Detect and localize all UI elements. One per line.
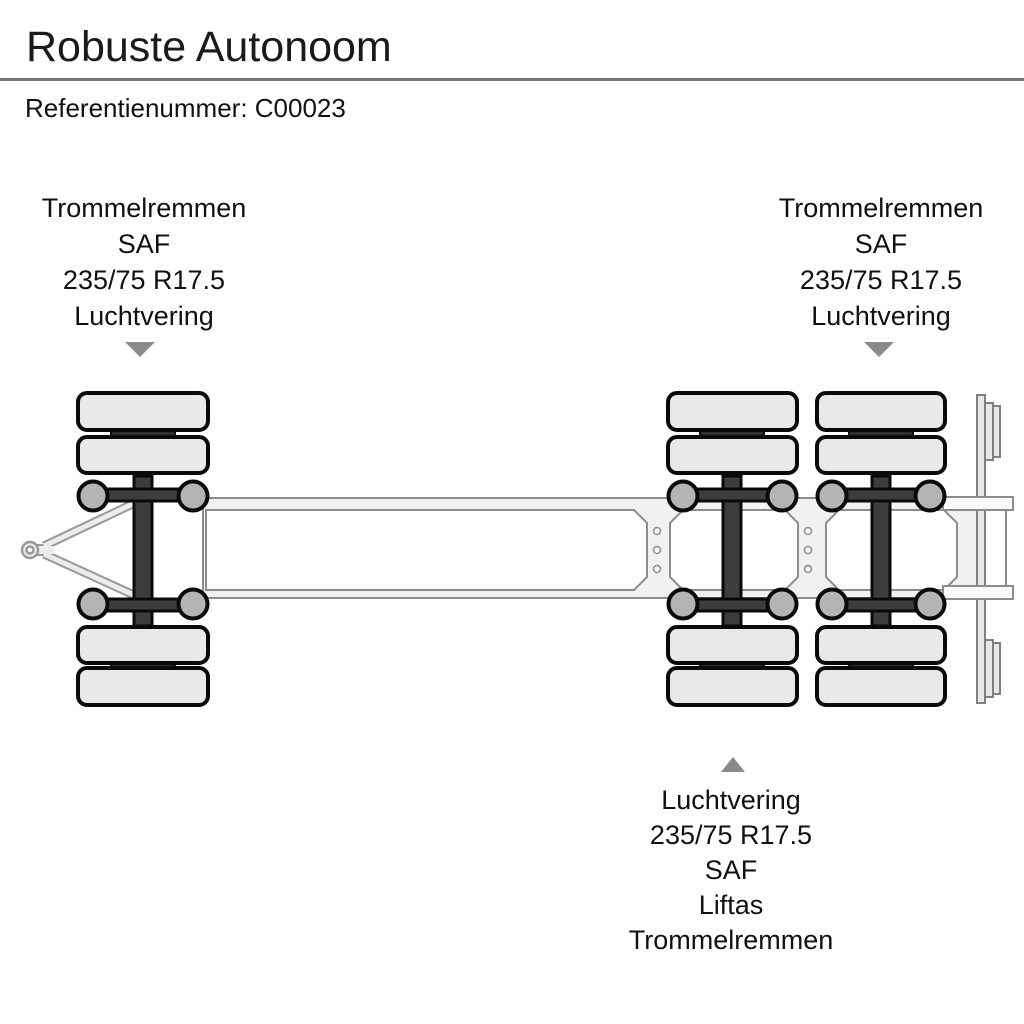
- front-axle-label: Trommelremmen SAF 235/75 R17.5 Luchtveri…: [42, 190, 247, 334]
- rear-axle-1-group: [666, 391, 799, 707]
- rail-end-top: [942, 496, 1014, 511]
- rear-axle-pointer-down-icon: [864, 342, 894, 357]
- air-bellow: [765, 587, 799, 621]
- tire: [815, 435, 947, 475]
- drawbar-eye-hole: [25, 545, 35, 555]
- tire: [666, 666, 799, 707]
- front-axle-pointer-down-icon: [125, 342, 155, 357]
- rear-axle-2-group: [815, 391, 947, 707]
- label-line: Luchtvering: [74, 301, 214, 331]
- rear-end-structure: [942, 394, 1014, 704]
- rear-bracket-top: [984, 402, 994, 461]
- tire: [815, 391, 947, 432]
- bolt-hole: [803, 545, 813, 555]
- air-bellow: [76, 479, 110, 513]
- tire: [76, 435, 210, 475]
- label-line: Trommelremmen: [778, 193, 984, 223]
- lift-axle-pointer-up-icon: [721, 757, 745, 772]
- air-bellow: [913, 587, 947, 621]
- label-line: 235/75 R17.5: [649, 820, 813, 850]
- air-bellow: [815, 587, 849, 621]
- air-bellow: [765, 479, 799, 513]
- drawbar-arm-top-fill: [42, 497, 143, 549]
- drawbar-arm-bottom-fill: [42, 551, 149, 604]
- air-bellow: [666, 587, 700, 621]
- air-bellow: [76, 587, 110, 621]
- label-line: SAF: [854, 229, 908, 259]
- tire: [76, 625, 210, 665]
- air-bellow: [176, 587, 210, 621]
- tire: [815, 666, 947, 707]
- bolt-hole: [803, 526, 813, 536]
- tire: [76, 391, 210, 432]
- tire: [666, 435, 799, 475]
- label-line: SAF: [704, 855, 758, 885]
- air-bellow: [815, 479, 849, 513]
- label-line: 235/75 R17.5: [799, 265, 963, 295]
- title-divider: [0, 78, 1024, 81]
- drawbar: [20, 495, 149, 606]
- bolt-hole: [652, 564, 662, 574]
- tire: [76, 666, 210, 707]
- label-line: Trommelremmen: [41, 193, 247, 223]
- label-line: SAF: [117, 229, 171, 259]
- rear-bumper-plate: [976, 394, 986, 704]
- page-title: Robuste Autonoom: [26, 23, 392, 71]
- lift-axle-label: Luchtvering 235/75 R17.5 SAF Liftas Trom…: [629, 783, 834, 958]
- tire: [815, 625, 947, 665]
- front-axle-group: [76, 391, 210, 707]
- rear-bracket-bottom-inner: [992, 642, 1001, 695]
- label-line: Luchtvering: [661, 785, 801, 815]
- rail-end-bottom: [942, 585, 1014, 600]
- tire: [666, 391, 799, 432]
- air-bellow: [176, 479, 210, 513]
- bolt-hole: [803, 564, 813, 574]
- rear-bracket-top-inner: [992, 405, 1001, 458]
- reference-number: Referentienummer: C00023: [25, 93, 346, 123]
- label-line: Trommelremmen: [628, 925, 834, 955]
- label-line: Liftas: [698, 890, 764, 920]
- bolt-hole: [652, 526, 662, 536]
- rear-axle-label: Trommelremmen SAF 235/75 R17.5 Luchtveri…: [779, 190, 984, 334]
- label-line: Luchtvering: [811, 301, 951, 331]
- rear-bracket-bottom: [984, 639, 994, 698]
- label-line: 235/75 R17.5: [62, 265, 226, 295]
- crossmember-bolt-holes: [652, 526, 813, 574]
- air-bellow: [666, 479, 700, 513]
- air-bellow: [913, 479, 947, 513]
- bolt-hole: [652, 545, 662, 555]
- tire: [666, 625, 799, 665]
